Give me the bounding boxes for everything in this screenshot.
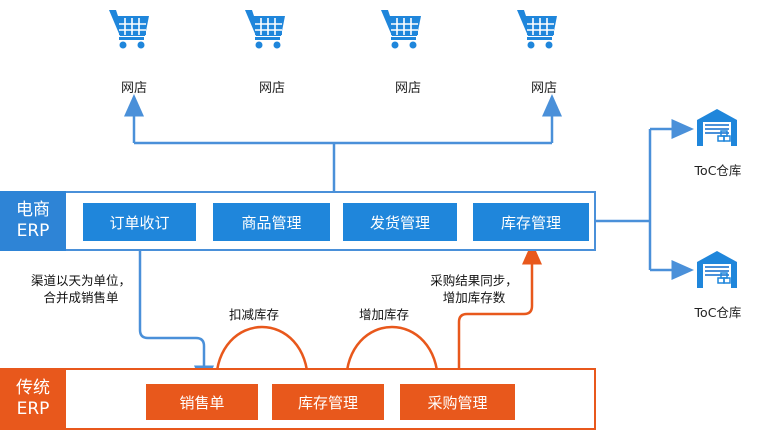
shopping-cart-icon — [243, 6, 287, 50]
warehouse-icon — [694, 248, 740, 290]
purchase-management-module: 采购管理 — [400, 384, 515, 420]
traditional-inventory-module: 库存管理 — [272, 384, 384, 420]
ecommerce-inventory-module: 库存管理 — [473, 203, 589, 241]
order-to-sales-line — [138, 241, 214, 388]
warehouse-lines — [596, 119, 694, 280]
shop-label: 网店 — [530, 81, 557, 96]
shopping-cart-icon — [515, 6, 559, 50]
product-management-module: 商品管理 — [213, 203, 330, 241]
shopping-cart-icon — [107, 6, 151, 50]
deduct-arc — [214, 325, 310, 385]
ecommerce-erp-tag-line2: ERP — [16, 221, 50, 241]
order-receive-module: 订单收订 — [83, 203, 196, 241]
increase-inventory-note: 增加库存 — [359, 307, 410, 322]
daily-merge-note-line1: 渠道以天为单位， — [30, 273, 131, 288]
sales-order-module: 销售单 — [146, 384, 258, 420]
increase-arc — [344, 325, 440, 385]
ecommerce-erp-tag-line1: 电商 — [16, 200, 50, 220]
shipping-management-module: 发货管理 — [343, 203, 457, 241]
shop-label: 网店 — [394, 81, 421, 96]
ecommerce-erp-tag: 电商 ERP — [0, 191, 66, 251]
purchase-sync-note: 采购结果同步， 增加库存数 — [418, 272, 530, 306]
daily-merge-note-line2: 合并成销售单 — [43, 290, 119, 305]
shop-label: 网店 — [120, 81, 147, 96]
warehouse-label: ToC仓库 — [694, 163, 742, 178]
shopping-cart-icon — [379, 6, 423, 50]
traditional-erp-tag: 传统 ERP — [0, 368, 66, 430]
warehouse-icon — [694, 106, 740, 148]
purchase-sync-note-line1: 采购结果同步， — [430, 273, 518, 288]
warehouse-label: ToC仓库 — [694, 305, 742, 320]
shop-label: 网店 — [258, 81, 285, 96]
purchase-sync-note-line2: 增加库存数 — [442, 290, 506, 305]
traditional-erp-tag-line1: 传统 — [16, 378, 50, 398]
shop-distribution-lines — [124, 94, 562, 191]
traditional-erp-tag-line2: ERP — [16, 399, 50, 419]
daily-merge-note: 渠道以天为单位， 合并成销售单 — [22, 272, 140, 306]
purchase-sync-line — [457, 242, 542, 384]
deduct-inventory-note: 扣减库存 — [229, 307, 280, 322]
